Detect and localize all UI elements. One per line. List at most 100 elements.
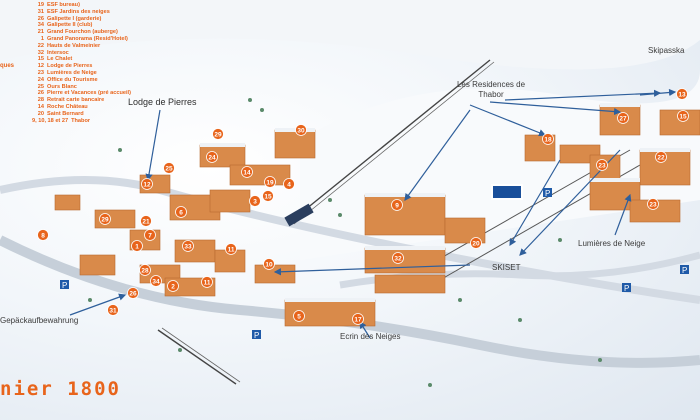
map-marker-circle xyxy=(293,310,305,322)
map-marker-circle xyxy=(212,128,224,140)
legend-item-number: 9, 10, 18 et 27 xyxy=(32,117,69,124)
map-marker-number: 24 xyxy=(208,155,216,162)
map-marker[interactable]: 1 xyxy=(131,240,143,252)
legend-item-text: Thabor xyxy=(71,117,91,124)
map-marker[interactable]: 11 xyxy=(201,276,213,288)
legend-item-number: 22 xyxy=(37,42,44,49)
legend-item-number: 28 xyxy=(37,97,44,104)
map-marker[interactable]: 29 xyxy=(99,213,111,225)
map-marker[interactable]: 11 xyxy=(225,243,237,255)
map-marker[interactable]: 4 xyxy=(283,178,295,190)
map-marker-circle xyxy=(470,237,482,249)
map-marker[interactable]: 34 xyxy=(150,275,162,287)
map-marker-number: 23 xyxy=(598,163,606,170)
label-residences-thabor: Les Residences de Thabor xyxy=(456,80,526,99)
map-marker[interactable]: 30 xyxy=(295,124,307,136)
map-marker-circle xyxy=(262,190,274,202)
parking-signs: P P P P P xyxy=(60,188,689,340)
map-marker-number: 8 xyxy=(41,233,45,240)
map-marker-number: 22 xyxy=(657,155,665,162)
map-marker-number: 32 xyxy=(394,256,402,263)
map-marker[interactable]: 7 xyxy=(144,229,156,241)
map-marker-number: 30 xyxy=(297,128,305,135)
map-marker-circle xyxy=(163,162,175,174)
legend-item-text: Grand Fourchon (auberge) xyxy=(47,29,118,36)
label-lumieres-de-neige: Lumières de Neige xyxy=(578,239,646,248)
legend-item-number: 19 xyxy=(37,2,44,8)
map-marker-number: 14 xyxy=(243,170,251,177)
map-marker-number: 29 xyxy=(101,217,109,224)
map-marker[interactable]: 17 xyxy=(352,313,364,325)
map-marker-number: 11 xyxy=(204,280,211,287)
map-marker[interactable]: 15 xyxy=(262,190,274,202)
map-marker-circle xyxy=(167,280,179,292)
legend-item-text: Intersoc xyxy=(47,49,69,56)
map-marker[interactable]: 5 xyxy=(293,310,305,322)
map-marker-circle xyxy=(141,178,153,190)
map-marker-circle xyxy=(241,166,253,178)
map-marker[interactable]: 21 xyxy=(140,215,152,227)
label-lodge-de-pierres: Lodge de Pierres xyxy=(128,97,197,107)
map-marker[interactable]: 13 xyxy=(676,88,688,100)
map-marker-number: 13 xyxy=(678,92,686,99)
lift-station xyxy=(284,203,314,227)
legend-item-number: 23 xyxy=(37,69,44,76)
map-marker-number: 23 xyxy=(649,202,657,209)
map-marker[interactable]: 32 xyxy=(392,252,404,264)
map-marker[interactable]: 24 xyxy=(206,151,218,163)
map-marker-number: 28 xyxy=(141,268,149,275)
map-marker-circle xyxy=(655,151,667,163)
map-marker[interactable]: 23 xyxy=(647,198,659,210)
label-skiset: SKISET xyxy=(492,263,521,272)
map-marker[interactable]: 9 xyxy=(391,199,403,211)
map-marker-number: 7 xyxy=(148,233,152,240)
map-marker-circle xyxy=(139,264,151,276)
map-marker[interactable]: 26 xyxy=(127,287,139,299)
map-marker[interactable]: 6 xyxy=(175,206,187,218)
ski-lift-lower xyxy=(157,329,237,385)
road-upper xyxy=(0,176,700,304)
map-marker-circle xyxy=(283,178,295,190)
map-marker[interactable]: 28 xyxy=(139,264,151,276)
map-marker[interactable]: 12 xyxy=(141,178,153,190)
map-marker[interactable]: 15 xyxy=(677,110,689,122)
map-marker[interactable]: 31 xyxy=(107,304,119,316)
ski-lift-main-2 xyxy=(293,61,495,225)
map-marker[interactable]: 33 xyxy=(182,240,194,252)
map-marker[interactable]: 10 xyxy=(263,258,275,270)
legend-item-text: ESF Jardins des neiges xyxy=(47,8,110,15)
legend-item-text: ESF bureau) xyxy=(47,2,80,8)
svg-text:P: P xyxy=(624,284,629,293)
map-marker[interactable]: 27 xyxy=(617,112,629,124)
legend-item-text: Lumières de Neige xyxy=(47,69,97,76)
map-marker[interactable]: 25 xyxy=(163,162,175,174)
legend-item-text: Roche Château xyxy=(47,103,88,110)
map-marker-circle xyxy=(617,112,629,124)
legend-item-number: 12 xyxy=(37,63,44,70)
map-marker[interactable]: 22 xyxy=(655,151,667,163)
map-marker[interactable]: 2 xyxy=(167,280,179,292)
map-marker[interactable]: 29 xyxy=(212,128,224,140)
map-marker[interactable]: 3 xyxy=(249,195,261,207)
map-marker[interactable]: 18 xyxy=(542,133,554,145)
map-marker[interactable]: 23 xyxy=(596,159,608,171)
map-marker[interactable]: 20 xyxy=(470,237,482,249)
map-marker[interactable]: 8 xyxy=(37,229,49,241)
map-marker-number: 9 xyxy=(395,203,399,210)
map-marker[interactable]: 19 xyxy=(264,176,276,188)
map-marker[interactable]: 14 xyxy=(241,166,253,178)
map-marker-circle xyxy=(201,276,213,288)
legend-item-text: Galipette II (club) xyxy=(47,22,93,29)
